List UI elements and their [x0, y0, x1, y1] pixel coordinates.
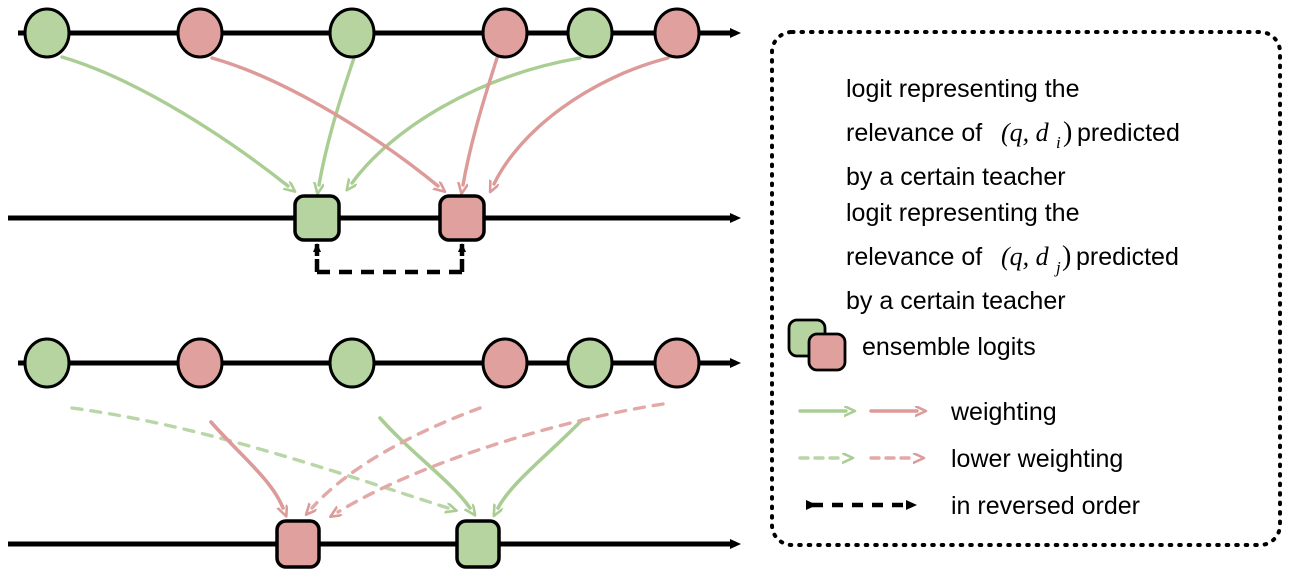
arrow-g0-to-green-square — [60, 55, 288, 186]
logit-node-red[interactable] — [653, 337, 701, 389]
legend-ensemble-label: ensemble logits — [862, 333, 1036, 361]
logit-node-green[interactable] — [23, 7, 71, 59]
arrow-g0-dashed-to-green-square — [70, 406, 448, 508]
logit-node-red[interactable] — [481, 7, 529, 59]
logit-node-green[interactable] — [566, 7, 614, 59]
upper-arrow-group — [60, 55, 670, 186]
arrow-r1-solid-to-red-square — [209, 420, 283, 508]
legend-red-math-open: (q, d — [1001, 242, 1050, 271]
lower-source-nodes — [23, 337, 701, 389]
arrow-r3-dashed-to-red-square — [312, 406, 482, 508]
logit-node-red[interactable] — [653, 7, 701, 59]
legend-weighting-label: weighting — [950, 398, 1057, 426]
logit-node-green[interactable] — [566, 337, 614, 389]
logit-node-red[interactable] — [176, 7, 224, 59]
legend-panel: logit representing the relevance of (q, … — [770, 30, 1282, 547]
logit-node-green[interactable] — [328, 7, 376, 59]
legend-ensemble-red-square-icon — [807, 332, 847, 372]
legend-green-line-2b: predicted — [1077, 119, 1180, 147]
legend-green-line-3: by a certain teacher — [846, 163, 1066, 191]
legend-green-math-sub: i — [1056, 133, 1061, 152]
legend-green-math-open: (q, d — [1001, 118, 1050, 147]
reversed-order-bracket — [313, 243, 466, 275]
arrow-r3-to-red-square — [463, 56, 499, 185]
lower-panel — [8, 337, 741, 569]
logit-node-green[interactable] — [23, 337, 71, 389]
legend-red-line-1: logit representing the — [846, 199, 1079, 227]
ensemble-node-green[interactable] — [455, 519, 501, 569]
legend-green-math-close: ) — [1063, 117, 1072, 148]
legend-red-line-2b: predicted — [1076, 243, 1179, 271]
arrow-r5-to-red-square — [494, 56, 670, 184]
upper-source-nodes — [23, 7, 701, 59]
upper-panel — [8, 7, 741, 275]
logit-node-red[interactable] — [176, 337, 224, 389]
lower-target-nodes — [275, 519, 501, 569]
arrow-r1-to-red-square — [210, 56, 438, 186]
legend-red-math-close: ) — [1062, 241, 1071, 272]
legend-lower-weighting-label: lower weighting — [951, 445, 1123, 473]
legend-red-line-2a: relevance of — [846, 243, 982, 271]
arrow-g4-solid-to-green-square — [498, 418, 584, 508]
legend-green-line-1: logit representing the — [846, 75, 1079, 103]
ensemble-node-green[interactable] — [293, 194, 341, 242]
arrow-g2-solid-to-green-square — [378, 416, 470, 508]
ensemble-node-red[interactable] — [275, 519, 321, 569]
arrow-g2-to-green-square — [319, 56, 356, 185]
logit-node-red[interactable] — [481, 337, 529, 389]
legend-reversed-order-label: in reversed order — [951, 492, 1140, 520]
logit-node-green[interactable] — [328, 337, 376, 389]
legend-green-line-2a: relevance of — [846, 119, 982, 147]
lower-arrow-group — [70, 402, 665, 512]
arrow-g4-to-green-square — [352, 56, 582, 183]
legend-red-line-3: by a certain teacher — [846, 287, 1066, 315]
legend-red-math-sub: j — [1054, 258, 1061, 277]
upper-target-nodes — [293, 194, 486, 242]
ensemble-node-red[interactable] — [438, 194, 486, 242]
arrow-r5-dashed-to-red-square — [338, 402, 665, 512]
legend-border — [770, 30, 1282, 547]
